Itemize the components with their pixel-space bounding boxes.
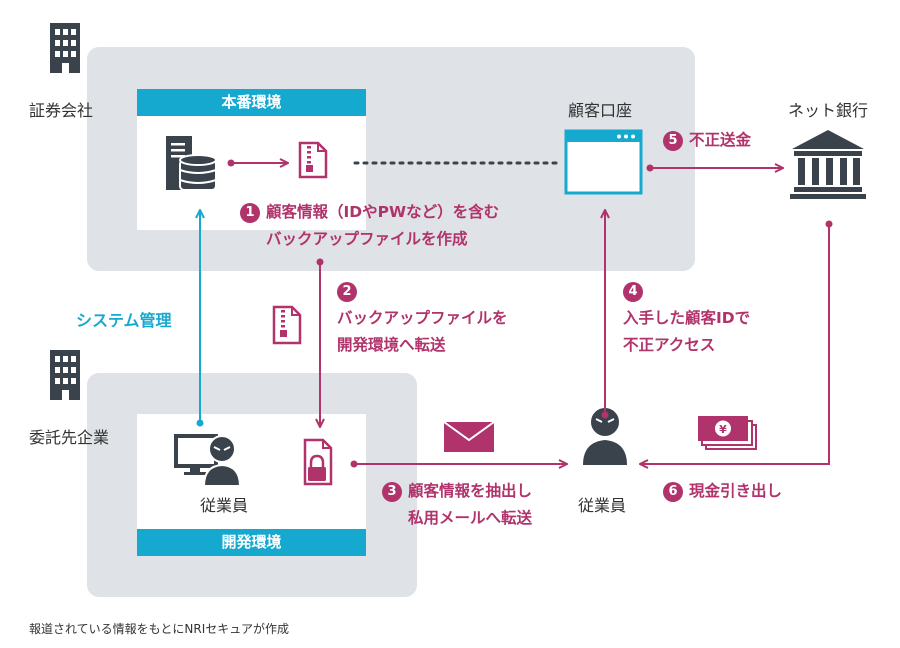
step-4-number: 4 — [623, 282, 643, 302]
contractor-company-label: 委託先企業 — [29, 428, 110, 447]
zipped-file-icon — [272, 305, 302, 345]
svg-text:¥: ¥ — [719, 423, 727, 436]
bank-icon — [790, 130, 866, 199]
attacker-employee-label: 従業員 — [578, 496, 627, 515]
net-bank-label: ネット銀行 — [788, 101, 869, 120]
step-4-label: 4 入手した顧客IDで 不正アクセス — [623, 282, 751, 354]
zipped-file-icon — [298, 141, 328, 179]
building-icon — [50, 23, 80, 73]
locked-file-icon — [303, 438, 333, 486]
cash-icon: ¥ — [698, 416, 757, 450]
contractor-employee-label: 従業員 — [200, 496, 249, 515]
development-label: 開発環境 — [137, 529, 366, 556]
system-admin-label: システム管理 — [76, 311, 172, 330]
production-label: 本番環境 — [137, 89, 366, 116]
computer-user-icon — [174, 434, 242, 487]
securities-company-label: 証券会社 — [29, 101, 94, 120]
connector-lines — [197, 160, 833, 468]
step-1-number: 1 — [240, 203, 260, 223]
step-5-number: 5 — [663, 131, 683, 151]
step-2-number: 2 — [337, 282, 357, 302]
building-icon — [50, 350, 80, 400]
envelope-icon — [443, 421, 495, 452]
browser-window-icon — [564, 129, 643, 195]
source-note: 報道されている情報をもとにNRIセキュアが作成 — [29, 622, 290, 636]
customer-account-label: 顧客口座 — [568, 101, 633, 120]
step-2-label: 2 バックアップファイルを 開発環境へ転送 — [337, 282, 508, 354]
server-database-icon — [166, 136, 217, 191]
step-6-number: 6 — [663, 482, 683, 502]
step-3-number: 3 — [382, 482, 402, 502]
